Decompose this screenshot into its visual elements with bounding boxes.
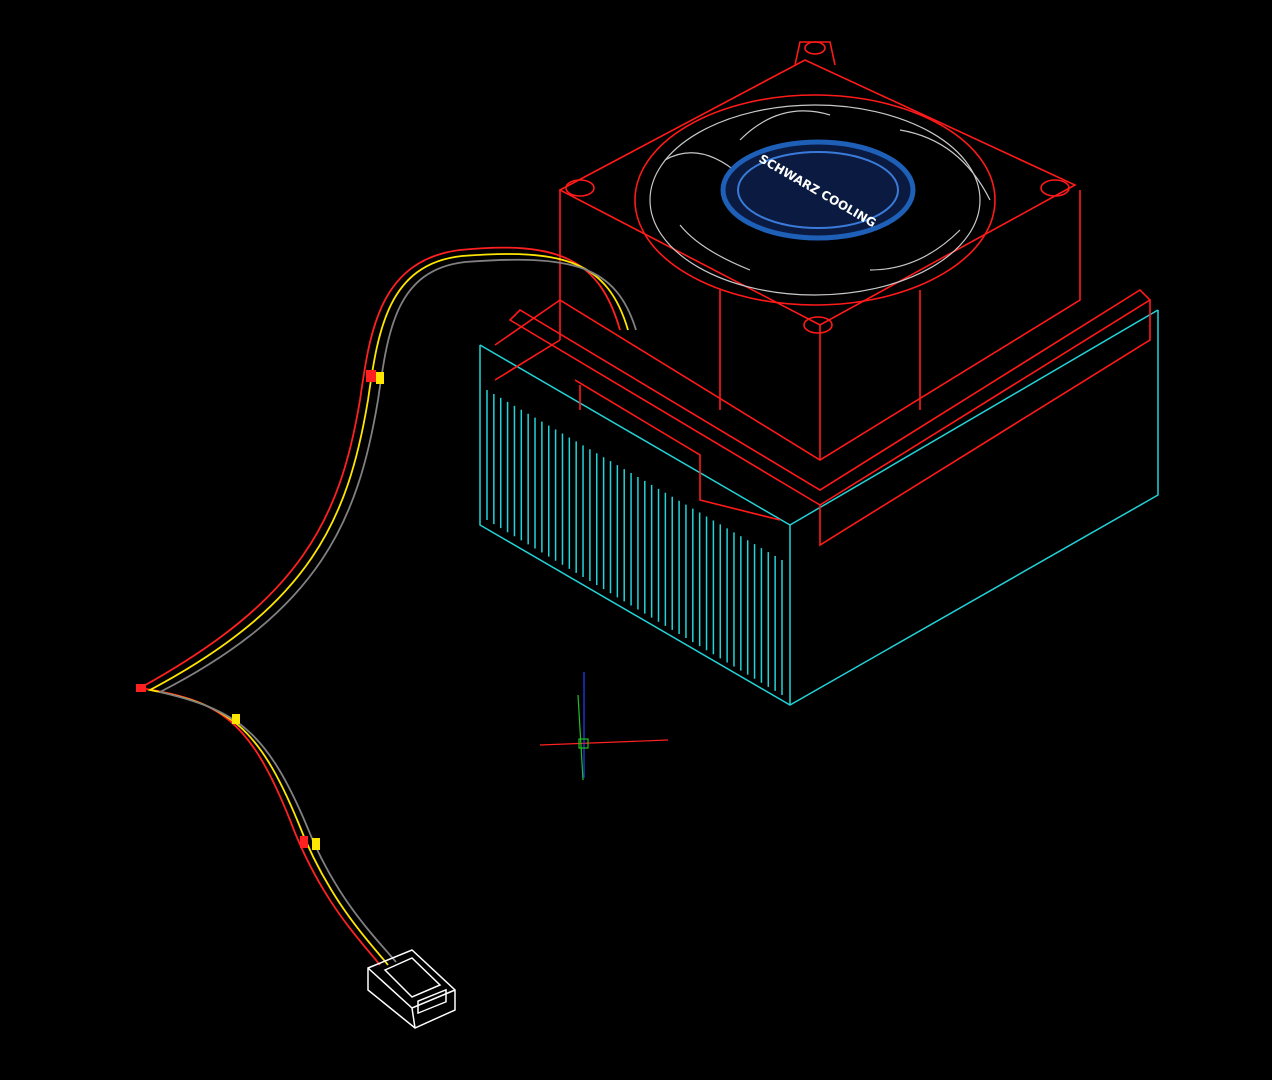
fan-cable [136, 246, 637, 966]
cable-marker [300, 836, 308, 848]
cable-marker [366, 370, 376, 382]
cable-marker [232, 714, 240, 724]
cable-marker [376, 372, 384, 384]
fan-hub [720, 139, 916, 241]
heatsink [479, 309, 1159, 706]
heatsink-outline [479, 309, 1159, 706]
ucs-axes-icon [539, 672, 669, 781]
fan-connector [367, 949, 456, 1029]
cable-marker [312, 838, 320, 850]
heatsink-fins [486, 390, 783, 695]
fan: SCHWARZ COOLING [649, 104, 991, 296]
fan-ring [649, 104, 981, 296]
cable-marker [136, 684, 146, 692]
fan-shroud [494, 41, 1152, 547]
